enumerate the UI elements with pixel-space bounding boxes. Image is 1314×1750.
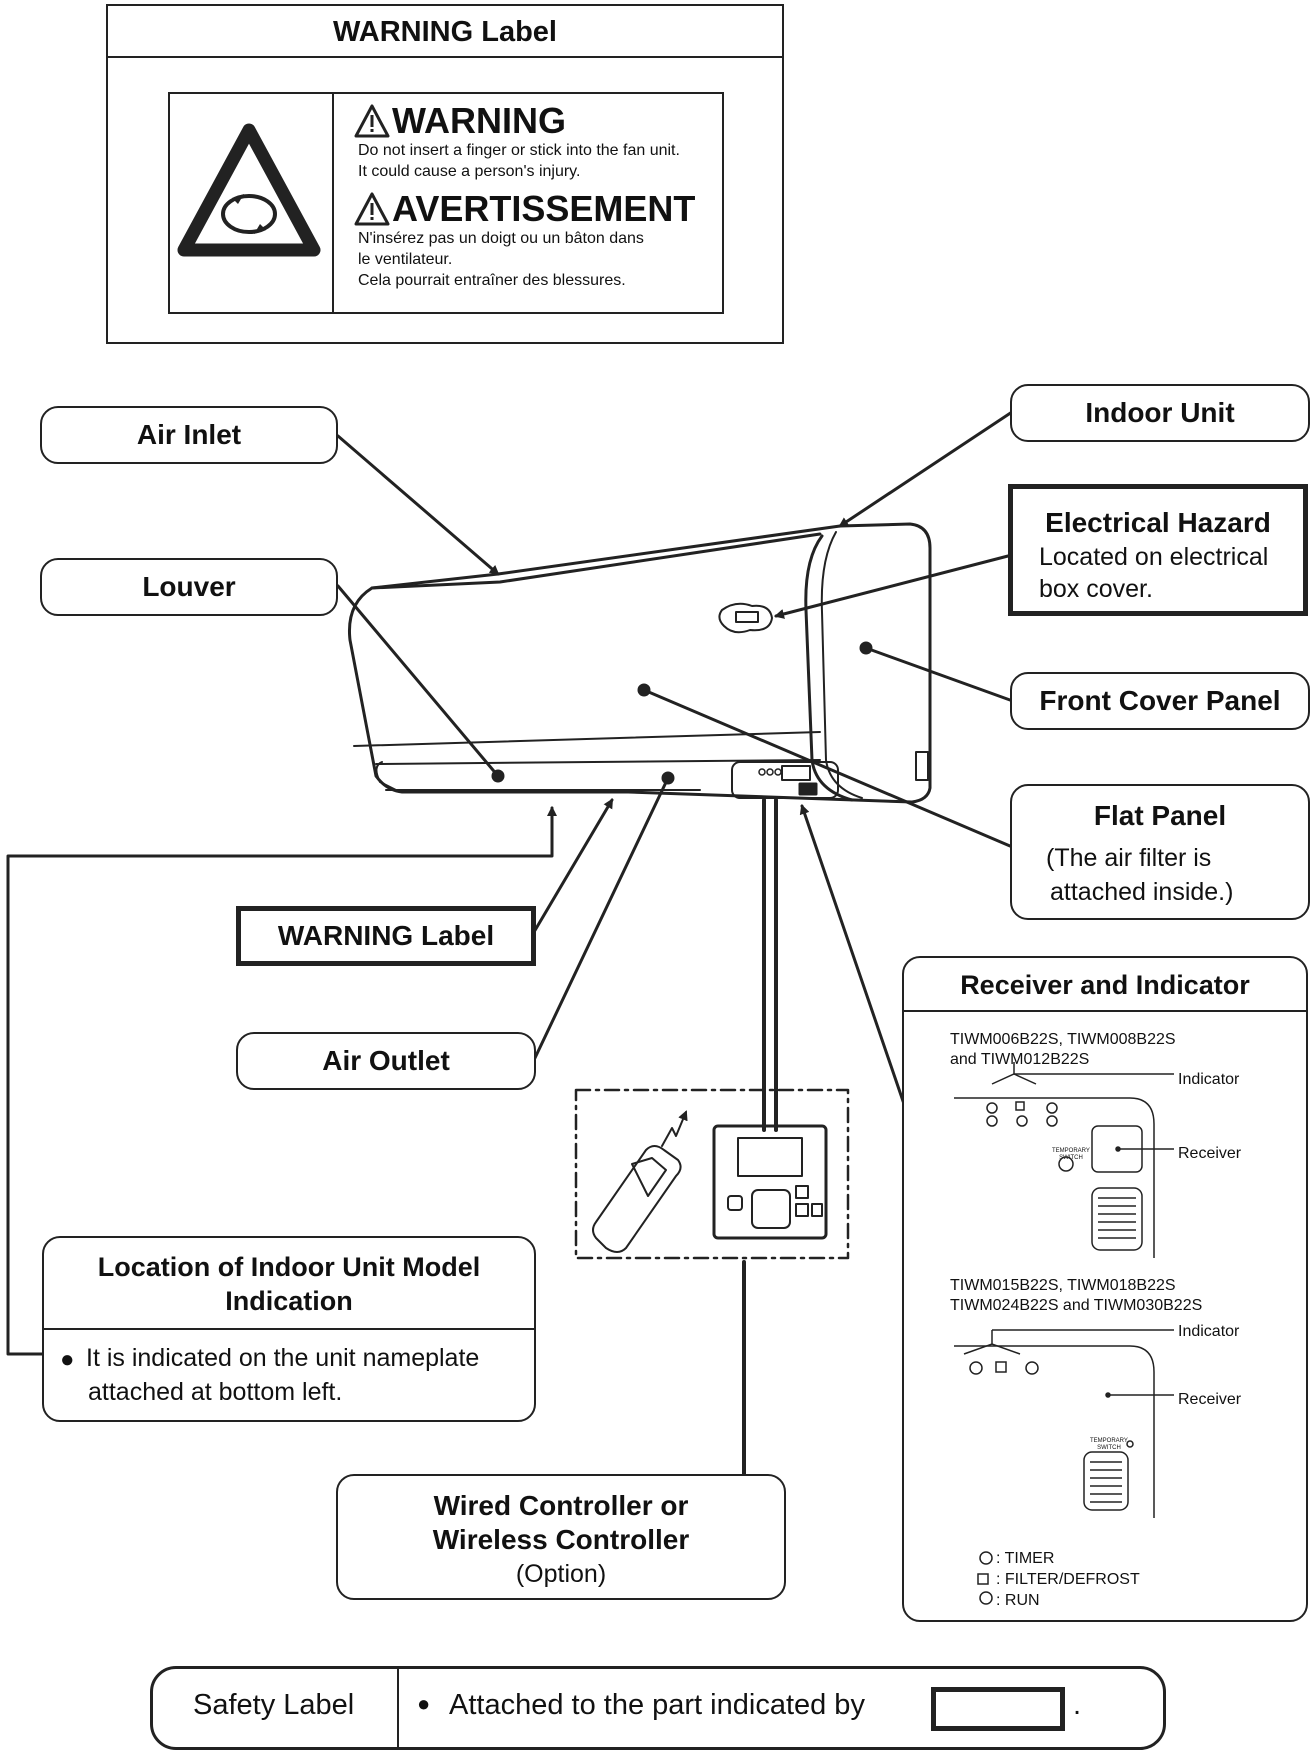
warning-sticker: WARNING Do not insert a finger or stick … — [168, 92, 724, 314]
indicator-label-b: Indicator — [1178, 1323, 1240, 1340]
model-location-text-1: It is indicated on the unit nameplate — [86, 1344, 480, 1372]
legend-filter: : FILTER/DEFROST — [996, 1571, 1140, 1588]
fr-text-1: N'insérez pas un doigt ou un bâton dans — [358, 230, 644, 247]
controller-callout: Wired Controller or Wireless Controller … — [336, 1474, 786, 1600]
safety-label-footer: Safety Label ● Attached to the part indi… — [150, 1666, 1166, 1750]
models-a-1: TIWM006B22S, TIWM008B22S — [950, 1031, 1176, 1048]
controller-line2: Wireless Controller — [432, 1524, 690, 1555]
models-a-2: and TIWM012B22S — [950, 1051, 1090, 1068]
footer-period: . — [1073, 1689, 1082, 1721]
flat-panel-callout: Flat Panel (The air filter is attached i… — [1010, 784, 1310, 920]
fr-text-3: Cela pourrait entraîner des blessures. — [358, 272, 626, 289]
footer-divider — [397, 1669, 399, 1747]
receiver-panel-divider — [904, 1010, 1306, 1012]
temporary-switch-label-a: TEMPORARY SWITCH — [1052, 1148, 1090, 1162]
safety-label-title: Safety Label — [193, 1689, 355, 1721]
flat-panel-line2: attached inside.) — [1050, 878, 1234, 906]
legend-timer: : TIMER — [996, 1550, 1055, 1567]
flat-panel-line1: (The air filter is — [1046, 844, 1212, 872]
bullet-icon: ● — [60, 1346, 75, 1373]
electrical-hazard-callout: Electrical Hazard Located on electrical … — [1008, 484, 1308, 616]
controller-line3: (Option) — [515, 1560, 607, 1588]
indoor-unit-callout: Indoor Unit — [1010, 384, 1310, 442]
legend-run: : RUN — [996, 1592, 1040, 1609]
warning-text-2: It could cause a person's injury. — [358, 163, 581, 180]
receiver-label-a: Receiver — [1178, 1145, 1242, 1162]
models-b-2: TIWM024B22S and TIWM030B22S — [950, 1297, 1203, 1314]
bullet-icon: ● — [417, 1691, 431, 1716]
fr-text-2: le ventilateur. — [358, 251, 453, 268]
model-location-callout: Location of Indoor Unit Model Indication… — [42, 1236, 536, 1422]
model-location-text-2: attached at bottom left. — [88, 1378, 343, 1406]
receiver-indicator-panel: Receiver and Indicator TIWM006B22S, TIWM… — [902, 956, 1308, 1622]
models-b-1: TIWM015B22S, TIWM018B22S — [950, 1277, 1176, 1294]
warning-label-callout: WARNING Label — [236, 906, 536, 966]
temp-switch-text-2: SWITCH — [1097, 1445, 1121, 1451]
controller-line1: Wired Controller or — [433, 1490, 689, 1521]
warning-label-panel: WARNING Label WARNING Do not insert a fi… — [106, 4, 784, 344]
temp-switch-text-2: SWITCH — [1059, 1155, 1083, 1161]
safety-label-text: Attached to the part indicated by — [449, 1689, 865, 1721]
unit-body — [347, 522, 932, 804]
air-inlet-callout: Air Inlet — [40, 406, 338, 464]
indicated-box-icon — [931, 1687, 1065, 1731]
warning-label-panel-title: WARNING Label — [108, 6, 782, 58]
front-cover-panel-callout: Front Cover Panel — [1010, 672, 1310, 730]
avertissement-heading: AVERTISSEMENT — [392, 188, 696, 229]
indicator-label-a: Indicator — [1178, 1071, 1240, 1088]
warning-triangle-icon — [354, 192, 390, 226]
electrical-hazard-line1: Located on electrical — [1039, 543, 1269, 571]
receiver-label-b: Receiver — [1178, 1391, 1242, 1408]
rotating-fan-hazard-icon — [177, 123, 321, 257]
model-location-title-1: Location of Indoor Unit Model — [97, 1252, 481, 1282]
flat-panel-title: Flat Panel — [1093, 800, 1227, 831]
louver-callout: Louver — [40, 558, 338, 616]
warning-heading: WARNING — [392, 100, 566, 141]
receiver-panel-title: Receiver and Indicator — [960, 970, 1250, 1000]
sticker-divider — [332, 94, 334, 312]
warning-text-1: Do not insert a finger or stick into the… — [358, 142, 680, 159]
temp-switch-text-1: TEMPORARY — [1090, 1438, 1128, 1444]
model-location-title-2: Indication — [225, 1286, 353, 1316]
warning-triangle-icon — [354, 104, 390, 138]
temp-switch-text-1: TEMPORARY — [1052, 1148, 1090, 1154]
electrical-hazard-line2: box cover. — [1039, 575, 1153, 603]
air-outlet-callout: Air Outlet — [236, 1032, 536, 1090]
temporary-switch-label-b: TEMPORARY SWITCH — [1090, 1438, 1128, 1452]
receiver-indicator-drawing — [954, 1062, 1174, 1605]
model-location-divider — [44, 1328, 534, 1330]
electrical-hazard-title: Electrical Hazard — [1045, 507, 1271, 538]
